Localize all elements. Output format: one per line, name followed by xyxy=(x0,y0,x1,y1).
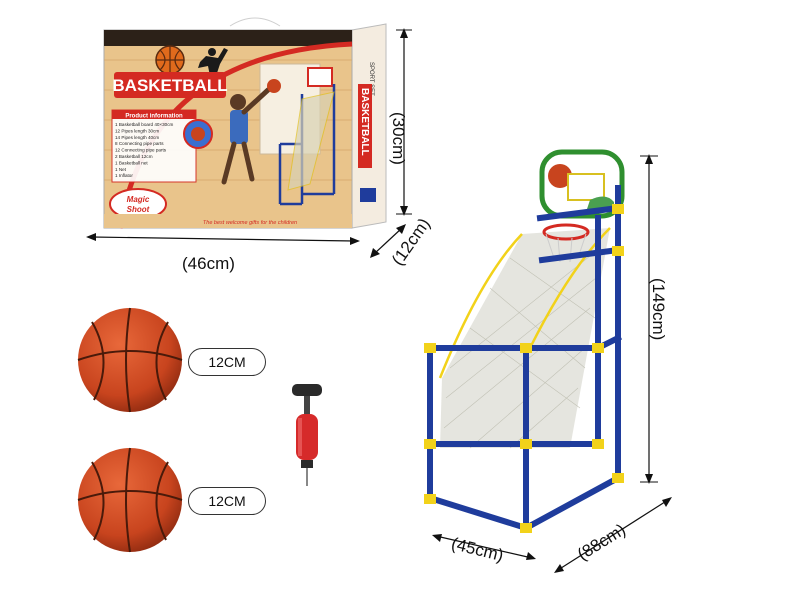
box-info-line: 1 Basketball board 40×30cm xyxy=(115,122,174,127)
basketball-1-image xyxy=(77,307,183,413)
product-box-illustration: BASKETBALL Product information 1 Basketb… xyxy=(103,15,387,229)
stand-width-arrow xyxy=(432,534,536,560)
ball-2-size-label: 12CM xyxy=(188,487,266,515)
inflator-pump-image xyxy=(292,384,322,486)
basketball-2-image xyxy=(77,447,183,553)
box-width-arrow xyxy=(86,233,360,245)
box-info-line: 12 Connecting pipe parts xyxy=(115,148,167,153)
box-height-label: (30cm) xyxy=(389,112,408,165)
box-width-label: (46cm) xyxy=(182,254,235,273)
box-info-line: 1 Inflator xyxy=(115,173,133,178)
box-info-title: Product information xyxy=(125,114,183,120)
box-side-label: SPORT SET xyxy=(368,62,374,96)
box-side-brand: BASKETBALL xyxy=(359,88,370,156)
box-info-line: 2 Basketball 12cm xyxy=(115,154,153,159)
box-info-line: 12 Pipes length 30cm xyxy=(115,128,159,133)
box-info-line: 14 Pipes length 40cm xyxy=(115,135,159,140)
box-info-line: 1 Net xyxy=(115,167,127,172)
box-info-line: 8 Connecting pipe parts xyxy=(115,141,164,146)
ball-1-size-label: 12CM xyxy=(188,348,266,376)
box-slogan: The best welcome gifts for the children xyxy=(203,220,297,226)
stand-height-arrow xyxy=(640,154,658,484)
box-brand-text: BASKETBALL xyxy=(112,76,227,95)
badge-line2: Shoot xyxy=(127,205,150,214)
box-height-arrow xyxy=(396,28,412,216)
box-depth-arrow xyxy=(370,224,406,258)
box-info-line: 1 Basketball net xyxy=(115,160,148,165)
basketball-stand-image xyxy=(424,149,625,533)
stand-height-label: (149cm) xyxy=(649,278,668,341)
badge-line1: Magic xyxy=(127,195,150,204)
stand-depth-arrow xyxy=(554,497,672,573)
